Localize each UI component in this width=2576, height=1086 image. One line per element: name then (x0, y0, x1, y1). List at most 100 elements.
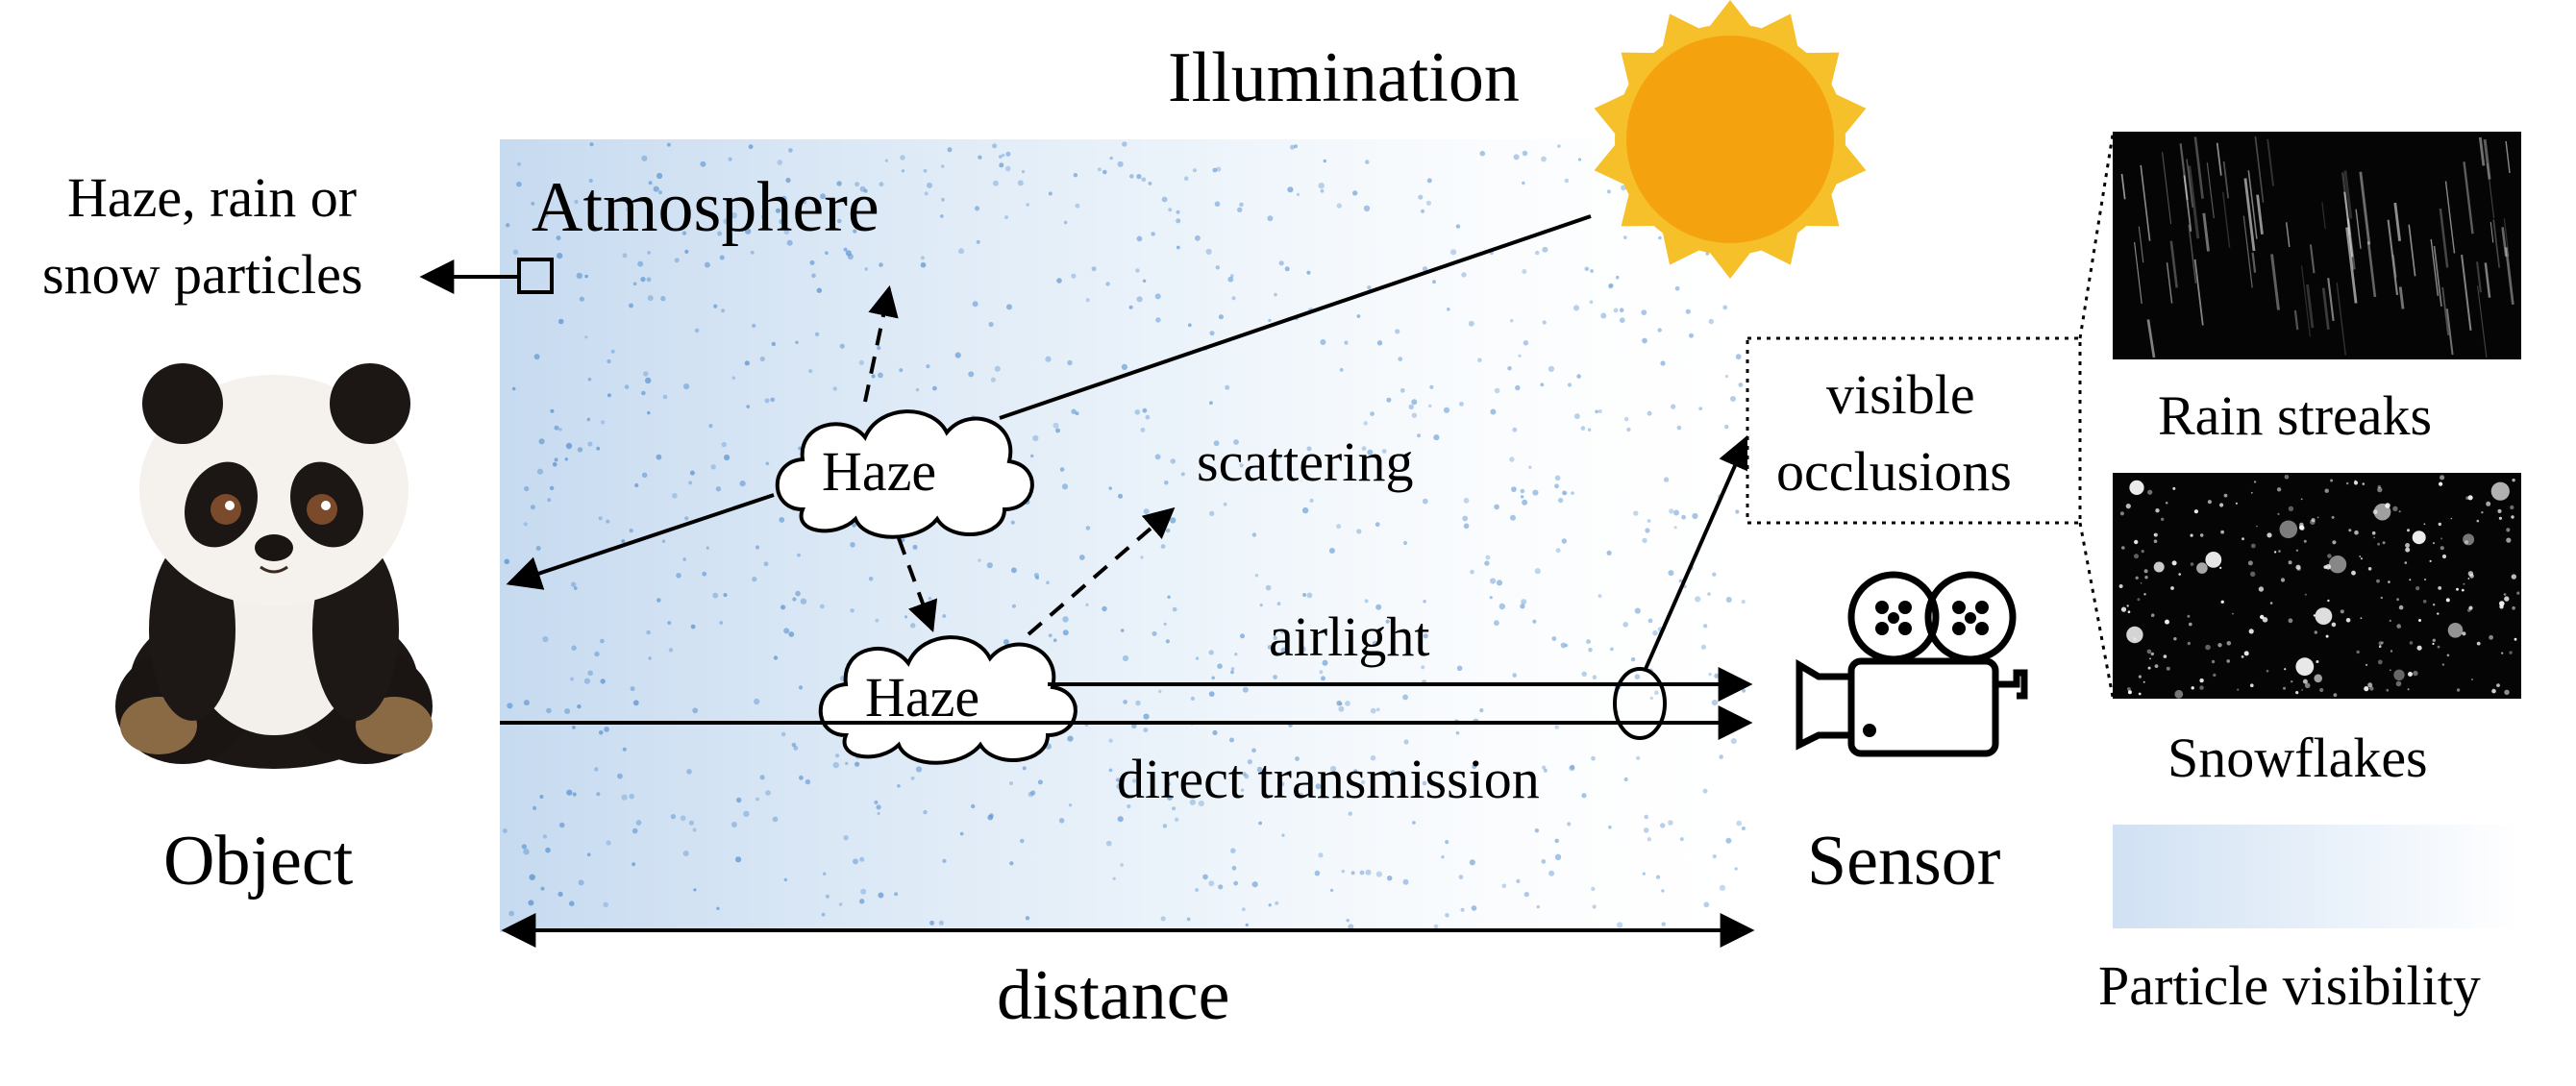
haze-particle (744, 360, 750, 366)
haze-particle (1314, 870, 1321, 876)
haze-particle (1610, 647, 1614, 652)
haze-particle (1056, 278, 1062, 284)
snowflake (2429, 559, 2432, 563)
haze-particle (1554, 838, 1559, 844)
haze-particle (910, 623, 916, 629)
snowflake (2118, 584, 2123, 588)
haze-particle (1032, 434, 1039, 442)
haze-particle (843, 247, 848, 252)
haze-particle (1230, 667, 1235, 671)
haze-particle (1381, 449, 1387, 454)
haze-particle (1067, 735, 1074, 742)
rain-streak (2243, 178, 2256, 252)
object-label: Object (163, 822, 354, 901)
snowflake (2354, 530, 2359, 535)
snowflake (2440, 537, 2443, 540)
haze-particle (1541, 859, 1547, 864)
haze-particle (1402, 694, 1408, 701)
snowflake (2300, 498, 2303, 501)
haze-particle (1700, 644, 1706, 650)
haze-particle (894, 892, 899, 897)
snowflake (2433, 542, 2435, 545)
haze-particle (1663, 477, 1670, 482)
snowflake (2226, 659, 2230, 663)
haze-particle (876, 804, 881, 810)
haze-particle (1233, 880, 1239, 886)
haze-particle (1630, 656, 1636, 662)
haze-particle (1021, 170, 1026, 174)
haze-particle (1209, 331, 1215, 336)
haze-particle (557, 891, 563, 898)
haze-particle (731, 376, 736, 381)
haze-particle (1254, 574, 1259, 578)
haze-particle (1279, 629, 1285, 634)
snowflake (2279, 520, 2298, 539)
haze-particle (879, 262, 883, 267)
snowflake (2143, 569, 2148, 574)
snowflake (2137, 598, 2141, 602)
rain-streak (2327, 278, 2335, 322)
haze-particle (1231, 865, 1237, 871)
haze-particle (558, 822, 565, 828)
haze-particle (1622, 622, 1628, 628)
haze-particle (1009, 781, 1014, 785)
haze-particle (1735, 354, 1742, 360)
haze-particle (1408, 404, 1414, 409)
haze-particle (1703, 901, 1710, 908)
rain-streaks-label: Rain streaks (2158, 384, 2432, 447)
haze-particle (1318, 183, 1325, 189)
haze-particle (1348, 811, 1352, 816)
snowflake (2330, 479, 2334, 482)
haze-particle (512, 249, 519, 255)
haze-particle (1280, 647, 1287, 654)
haze-particle (1719, 754, 1723, 759)
haze-particle (721, 309, 726, 313)
haze-particle (770, 397, 775, 403)
haze-particle (1217, 663, 1223, 669)
haze-particle (1320, 188, 1325, 193)
haze-particle (1195, 656, 1200, 660)
snowflake (2331, 515, 2335, 519)
haze-particle (1140, 428, 1146, 432)
haze-particle (1484, 560, 1490, 566)
snowflake (2367, 567, 2372, 571)
rain-streak (2216, 142, 2222, 176)
haze-particle (1037, 779, 1043, 785)
haze-particle (647, 295, 654, 302)
snowflake (2121, 546, 2125, 550)
haze-particle (1344, 340, 1349, 345)
snowflake (2418, 619, 2421, 622)
haze-particle (1062, 629, 1069, 636)
snowflake (2284, 475, 2290, 480)
haze-particle (1026, 203, 1029, 207)
haze-particle (507, 703, 513, 709)
haze-particle (825, 894, 830, 899)
haze-particle (713, 304, 718, 309)
haze-particle (1386, 397, 1392, 403)
haze-particle (1657, 328, 1662, 333)
snowflake (2511, 574, 2516, 580)
haze-particle (1011, 567, 1017, 574)
haze-particle (920, 261, 927, 268)
rain-streak (2483, 138, 2491, 180)
haze-particle (1062, 616, 1069, 623)
haze-particle (912, 544, 918, 550)
haze-particle (645, 377, 652, 384)
haze-particle (1143, 508, 1150, 515)
snowflake (2304, 593, 2307, 596)
haze-particle (1523, 340, 1529, 346)
haze-particle (1294, 144, 1298, 149)
haze-particle (700, 160, 706, 167)
atmosphere-region (500, 139, 1749, 932)
haze-particle (1209, 510, 1215, 516)
snowflake (2165, 502, 2168, 505)
haze-particle (1319, 670, 1324, 675)
snowflake (2328, 555, 2347, 574)
haze-particle (1055, 428, 1060, 433)
haze-particle (1075, 203, 1080, 209)
haze-particle (1172, 806, 1177, 811)
haze-cloud-lower: Haze (818, 635, 1077, 765)
snowflake (2199, 685, 2204, 690)
haze-particle (1363, 205, 1371, 211)
haze-particle (927, 182, 932, 188)
